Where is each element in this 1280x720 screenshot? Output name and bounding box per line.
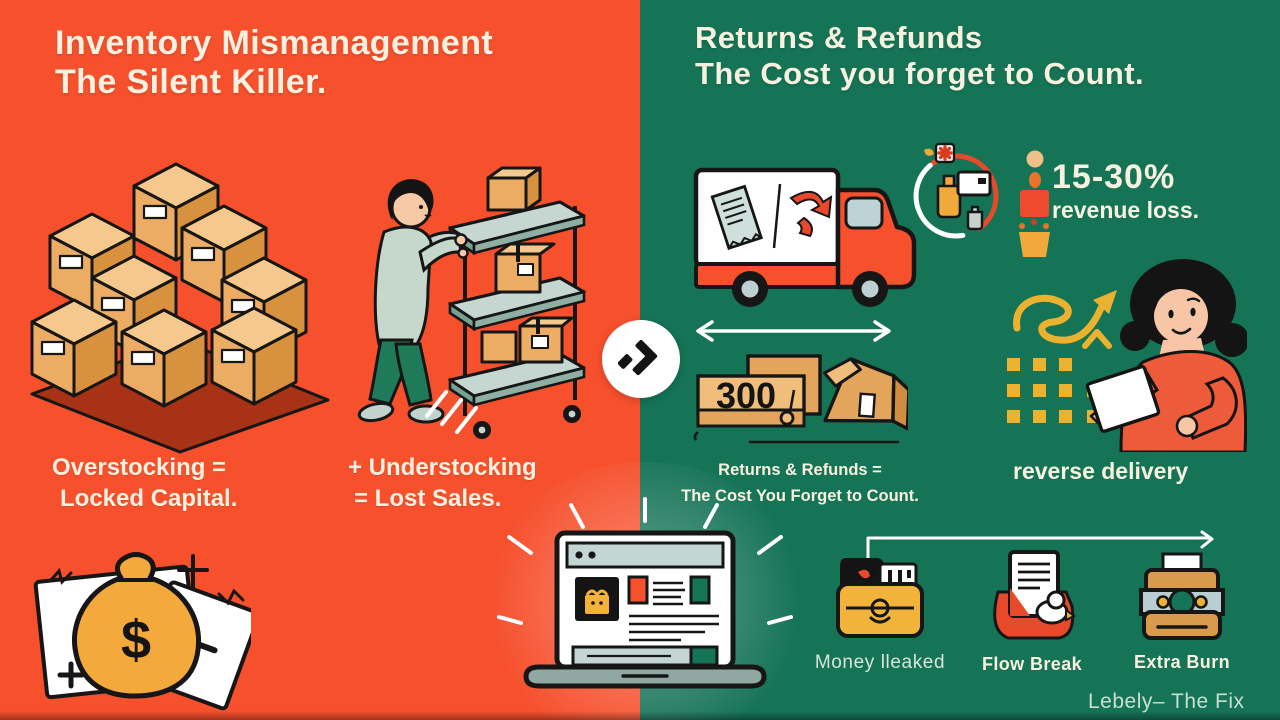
person-figure	[357, 179, 469, 424]
brand-badge	[602, 320, 680, 398]
progress-bar-fill	[689, 645, 719, 667]
receipt-card	[1085, 365, 1161, 433]
stat-value: 15-30%	[1052, 158, 1176, 196]
loss-stack-icon	[1019, 150, 1050, 257]
cost-item-label: Money lleaked	[814, 652, 946, 673]
bracket-connector-line	[866, 530, 1214, 564]
card-icon	[956, 170, 992, 197]
front-box	[696, 374, 806, 416]
reverse-delivery-label: reverse delivery	[1013, 458, 1189, 484]
receipt-icon	[710, 184, 764, 251]
right-title: Returns & Refunds The Cost you forget to…	[695, 20, 1144, 92]
radiating-lines	[497, 497, 793, 625]
box-count-label: 300	[716, 375, 776, 416]
cart-boxes	[480, 166, 574, 364]
cost-item-flow-break: Flow Break	[957, 548, 1107, 675]
cost-item-extra-burn: Extra Burn	[1107, 552, 1257, 673]
overstocking-caption: Overstocking = Locked Capital.	[52, 452, 237, 514]
returns-cycle-icon	[913, 142, 999, 239]
right-title-line2: The Cost you forget to Count.	[695, 55, 1144, 91]
understocking-caption: + Understocking = Lost Sales.	[348, 452, 537, 514]
truck-window	[844, 196, 884, 230]
money-leaked-briefcase-icon	[836, 558, 924, 638]
bottle-icon	[936, 174, 962, 219]
squiggle-mark	[49, 567, 73, 585]
browser-toolbar	[565, 541, 725, 569]
truck-cargo-box	[693, 167, 841, 269]
extra-burn-box-icon	[1139, 552, 1225, 640]
left-title-line2: The Silent Killer.	[55, 63, 327, 102]
speed-lines	[425, 390, 478, 434]
plus-mark	[57, 661, 85, 689]
dollar-sign: $	[121, 610, 151, 670]
cost-item-label: Flow Break	[981, 654, 1083, 674]
return-arrow-icon	[789, 191, 833, 238]
tilted-open-box	[823, 357, 908, 431]
cross-mark	[177, 554, 209, 590]
box-pile-illustration	[30, 162, 330, 454]
s-curve-arrow-icon	[1013, 290, 1117, 349]
flow-break-document-icon	[993, 550, 1076, 640]
dot-grid-icon	[1007, 358, 1100, 423]
red-tile	[627, 575, 649, 605]
woman-with-receipt-illustration	[1007, 259, 1247, 452]
laptop-illustration	[497, 497, 793, 689]
brand-logo-icon	[618, 340, 658, 376]
delivery-truck-illustration	[693, 167, 917, 307]
truck-chassis	[694, 262, 850, 289]
brand-signature: Lebely– The Fix	[1088, 690, 1245, 713]
understocking-line1: + Understocking	[348, 454, 537, 481]
squiggle-mark	[217, 588, 245, 606]
text-lines	[629, 581, 719, 642]
returns-caption: Returns & Refunds = The Cost You Forget …	[676, 458, 924, 509]
revenue-loss-stat: 15-30% revenue loss.	[1052, 158, 1199, 224]
money-bag	[71, 552, 202, 699]
cost-item-money-leaked: Money lleaked	[805, 552, 955, 674]
asterisk-icon	[934, 142, 956, 164]
stat-caption: revenue loss.	[1052, 197, 1200, 223]
returns-caption-line2: The Cost You Forget to Count.	[681, 486, 919, 505]
returns-caption-line1: Returns & Refunds =	[718, 461, 882, 479]
returned-boxes-illustration: 300	[693, 354, 908, 444]
woman-figure	[1085, 259, 1247, 452]
cart-shelves	[448, 200, 586, 408]
double-headed-arrow-icon	[696, 320, 891, 342]
person-restocking-cart-illustration	[357, 166, 586, 439]
leaf-accent	[924, 148, 934, 156]
overstocking-line1: Overstocking =	[52, 454, 227, 481]
left-title: Inventory Mismanagement The Silent Kille…	[55, 24, 493, 103]
cost-item-label: Extra Burn	[1133, 652, 1231, 672]
money-bag-illustration: $	[33, 552, 251, 711]
green-tile	[689, 575, 711, 605]
overstocking-line2: Locked Capital.	[60, 485, 238, 513]
left-title-line1: Inventory Mismanagement	[55, 24, 494, 62]
right-title-line1: Returns & Refunds	[695, 20, 983, 55]
understocking-line2: = Lost Sales.	[354, 485, 502, 513]
tag-icon	[966, 205, 984, 231]
